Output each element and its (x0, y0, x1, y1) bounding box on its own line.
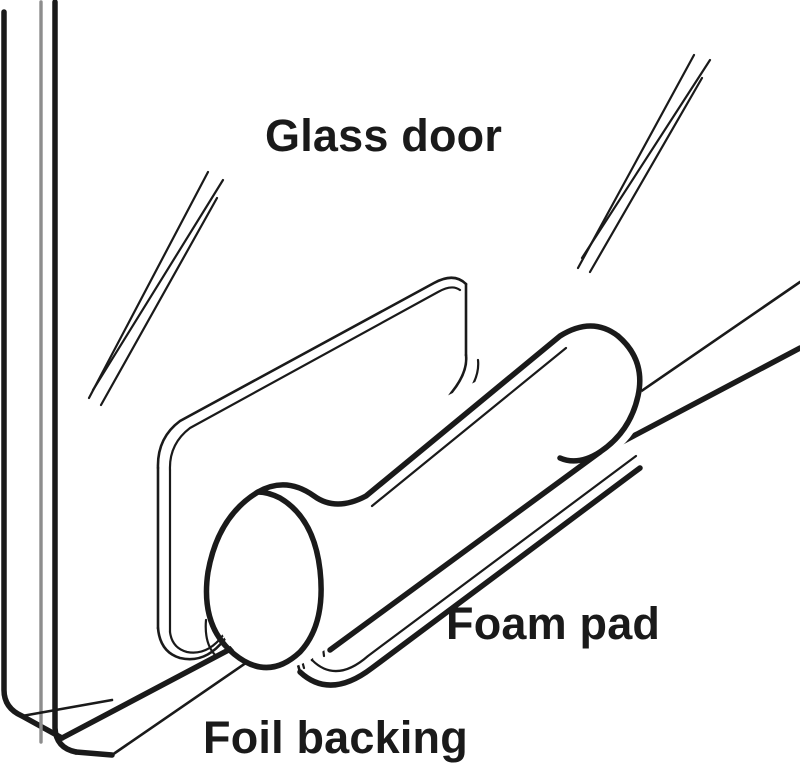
glass-reflection-left-group (87, 170, 225, 407)
foam-pad-crest-inner-line (370, 346, 568, 508)
glass-reflection-right-group (576, 53, 712, 274)
foil-sheet-body (155, 279, 466, 662)
label-foil-backing: Foil backing (203, 712, 468, 763)
reflection-line-right-2 (588, 76, 704, 274)
foam-pad-group (203, 323, 643, 671)
foam-pad-foot-crease-line (204, 618, 218, 658)
foam-pad-bottom-edge-line (327, 449, 603, 653)
foam-pad-left-endcap-ellipse (203, 489, 324, 671)
label-glass-door: Glass door (265, 110, 503, 161)
foam-pad-right-endcap-line (557, 333, 643, 464)
glass-bottom-corner-line (73, 749, 115, 758)
reflection-line-left-3 (91, 178, 225, 392)
foil-lower-wrap-outer-line (297, 465, 643, 688)
foil-top-edge-inner-line (168, 286, 462, 472)
foil-top-edge-outer-line (156, 276, 468, 470)
reflection-line-right-3 (580, 58, 712, 260)
foam-pad-top-edge-line (255, 323, 621, 507)
label-foam-pad: Foam pad (446, 598, 661, 649)
reflection-line-left-2 (99, 196, 219, 407)
glass-near-edge-line (52, 0, 79, 755)
sill-door-foot-line (20, 698, 114, 718)
foil-lower-wrap-inner-line (310, 454, 638, 673)
foam-pad-body (209, 338, 643, 670)
reflection-line-left-1 (87, 170, 210, 400)
